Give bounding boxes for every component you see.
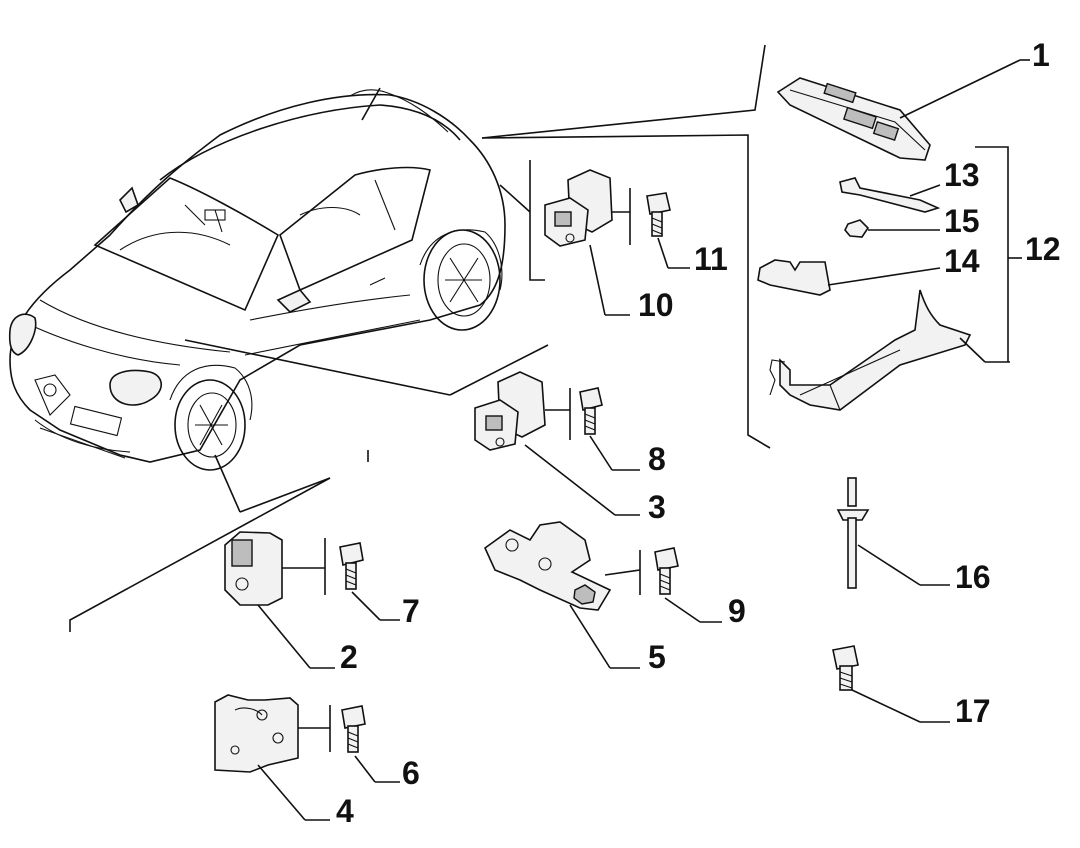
part-11-bolt [646, 192, 690, 269]
part-16-rivet [836, 477, 950, 589]
callout-16: 16 [955, 559, 991, 595]
part-7-bolt [339, 542, 400, 621]
callout-9: 9 [728, 593, 746, 629]
part-3-sensor [474, 371, 640, 516]
callout-15: 15 [944, 203, 980, 239]
part-1-control-module [776, 59, 1030, 161]
callout-3: 3 [648, 489, 666, 525]
callout-12: 12 [1025, 231, 1061, 267]
callout-2: 2 [340, 639, 358, 675]
guide-lines [69, 44, 771, 632]
callout-6: 6 [402, 755, 420, 791]
part-17-bolt [832, 645, 950, 723]
part-2-sensor [224, 531, 335, 669]
part-8-bolt [579, 387, 640, 471]
callout-5: 5 [648, 639, 666, 675]
part-12-bracket-assembly [757, 146, 1022, 411]
part-9-bolt [654, 547, 722, 623]
callout-14: 14 [944, 243, 980, 279]
callout-8: 8 [648, 441, 666, 477]
car-illustration [8, 87, 506, 471]
callout-11: 11 [694, 241, 728, 277]
callout-10: 10 [638, 287, 674, 323]
part-5-bracket-plate [484, 521, 641, 669]
part-10-sensor [529, 160, 631, 316]
callout-17: 17 [955, 693, 991, 729]
callout-4: 4 [336, 793, 354, 829]
callout-7: 7 [402, 593, 420, 629]
part-6-bolt [341, 705, 400, 783]
callout-13: 13 [944, 157, 980, 193]
callout-labels: 1 2 3 4 5 6 7 8 9 10 11 12 13 14 15 16 1… [336, 37, 1061, 829]
callout-1: 1 [1032, 37, 1050, 73]
part-4-mounting-plate [214, 694, 331, 821]
